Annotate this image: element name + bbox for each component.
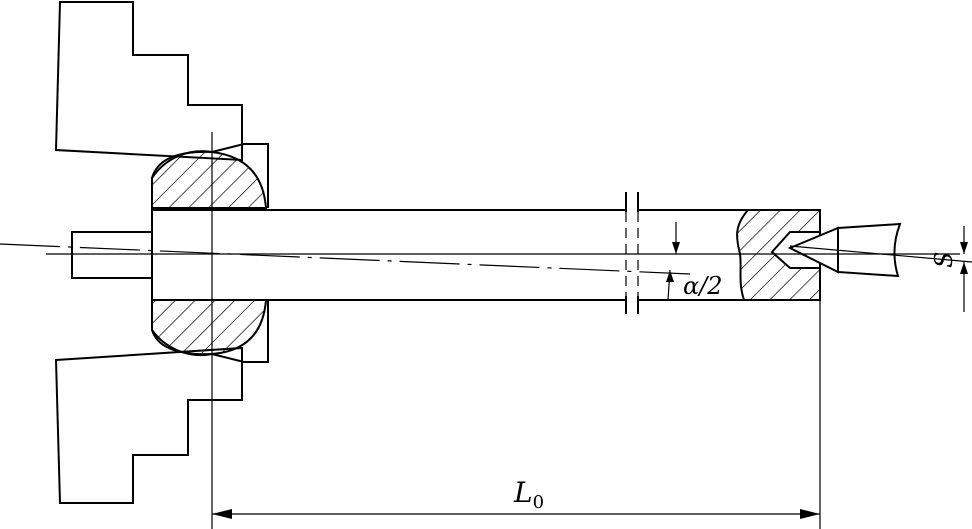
length-subscript: 0 [533, 492, 544, 513]
offset-axis-line [789, 245, 972, 263]
angle-label: α/2 [683, 272, 723, 300]
length-symbol: L [513, 476, 533, 509]
angle-dimension [666, 222, 680, 301]
upper-chuck-jaw [54, 0, 243, 162]
workpiece-body-left [151, 209, 626, 301]
tailstock-center-body [837, 222, 902, 278]
workpiece-axis-line [0, 243, 691, 275]
left-shaft-end [71, 231, 153, 279]
break-lines [625, 192, 639, 314]
offset-dimension [960, 226, 968, 312]
length-label: L0 [513, 476, 544, 513]
upper-ring-hatched-section [151, 150, 268, 209]
lower-chuck-jaw [54, 346, 243, 504]
offset-label: S [930, 252, 958, 268]
lower-ring-hatched-section [151, 299, 268, 356]
length-dimension [212, 509, 820, 519]
